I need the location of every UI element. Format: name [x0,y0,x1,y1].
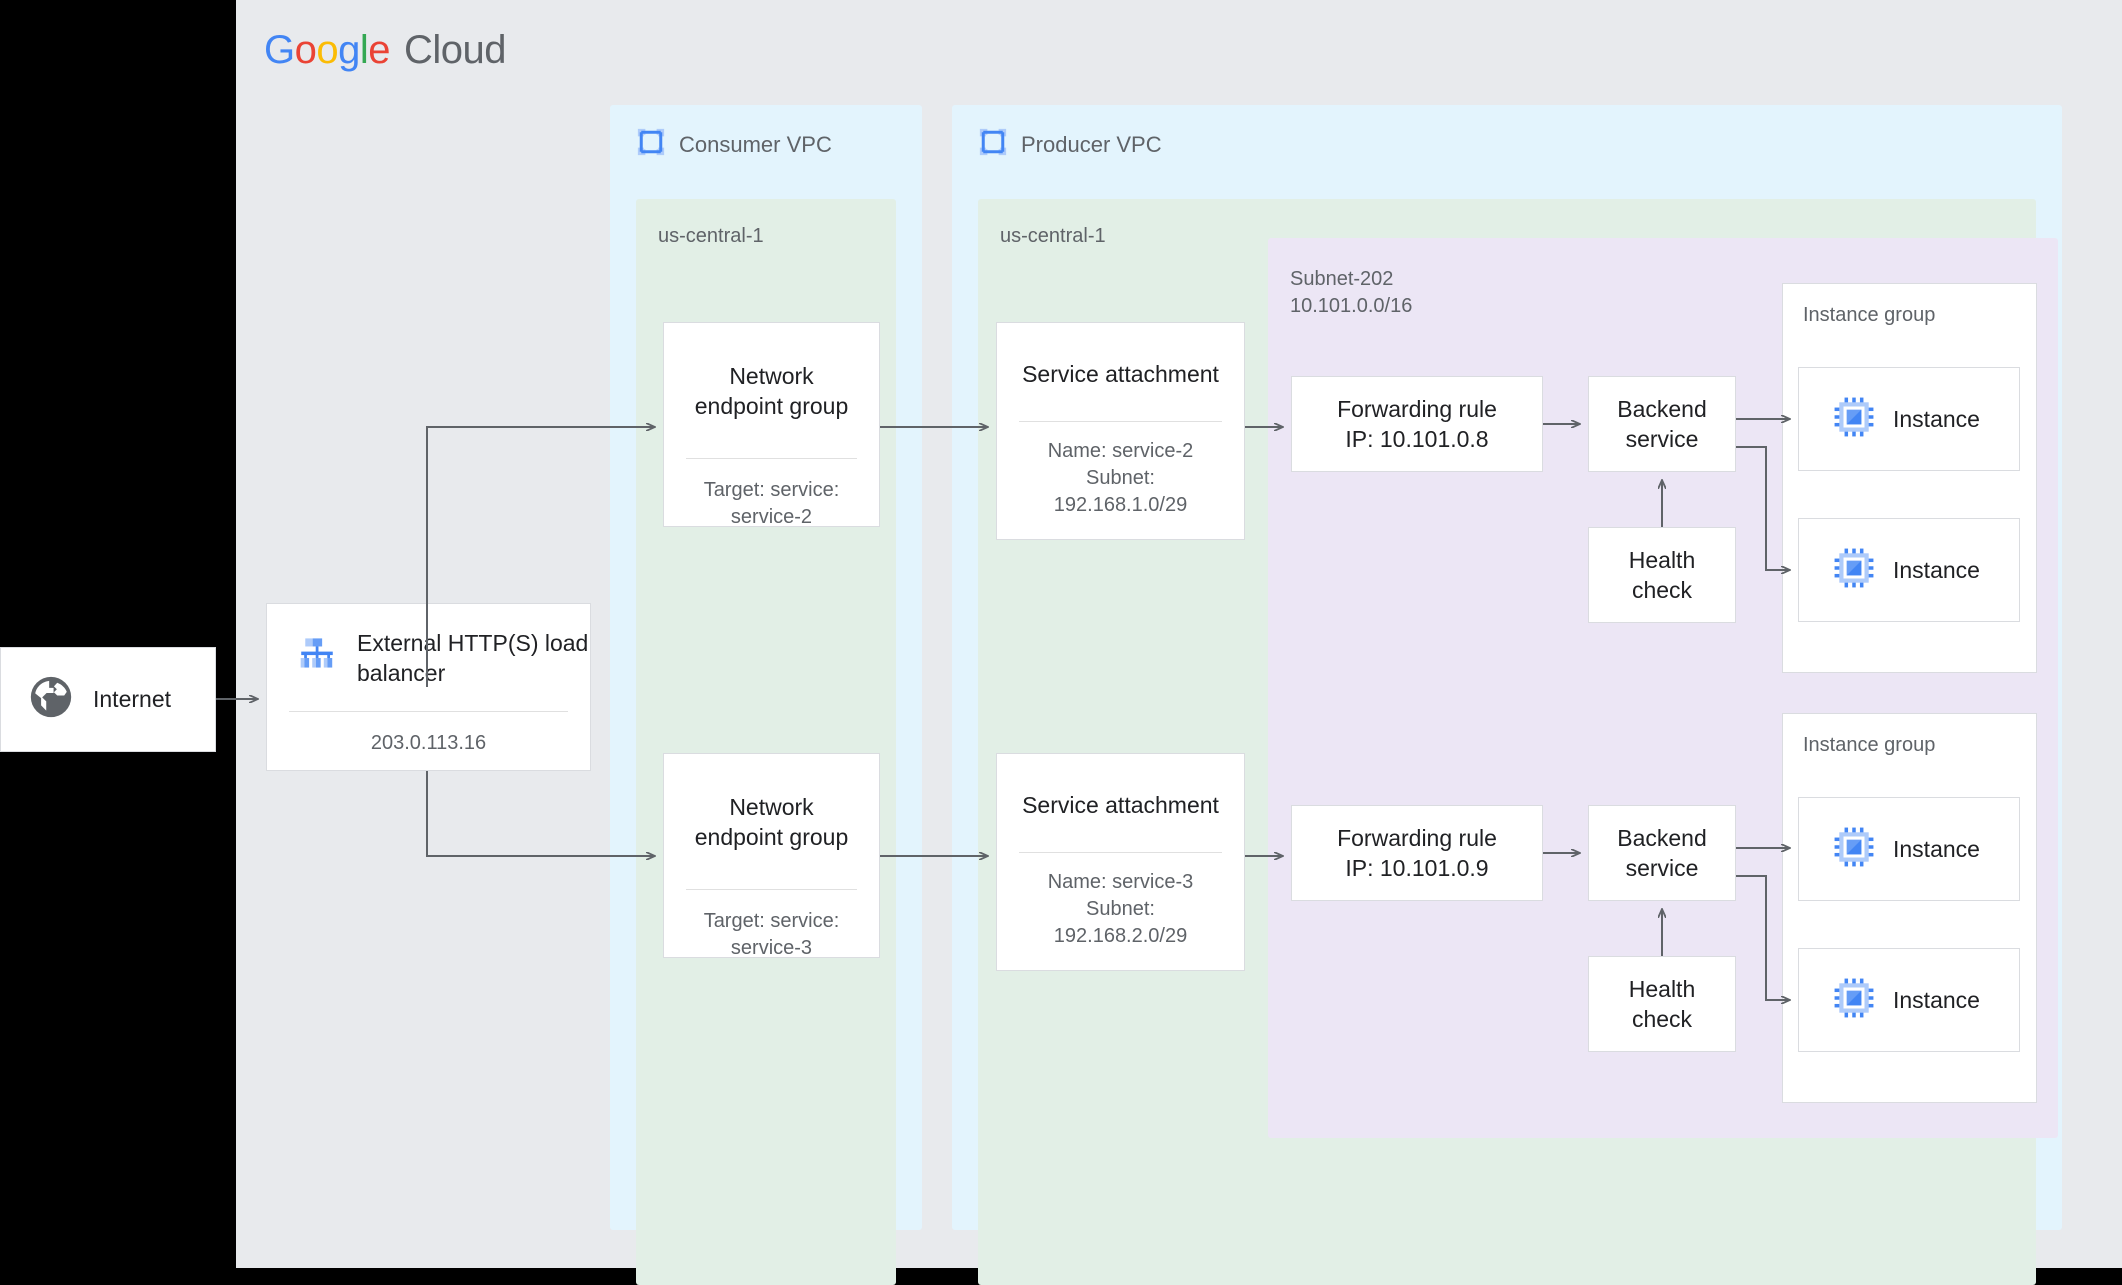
producer-vpc-title: Producer VPC [1021,131,1162,157]
service-attachment-2-details: Name: service-3 Subnet: 192.168.2.0/29 [1047,871,1194,948]
load-balancer-icon [295,634,339,683]
neg-1-title: Network endpoint group [694,363,849,420]
health-check-1: Health check [1588,527,1736,623]
health-check-2: Health check [1588,956,1736,1052]
instance-2-1: Instance [1798,797,2020,901]
vpc-icon [978,127,1008,162]
subnet-202-label: Subnet-202 10.101.0.0/16 [1290,268,1413,317]
neg-1-target: Target: service: service-2 [703,478,840,528]
forwarding-rule-2: Forwarding rule IP: 10.101.0.9 [1291,805,1543,901]
logo-letter-l: l [359,28,369,72]
service-attachment-1-title: Service attachment [1022,361,1219,387]
logo-letter-g1: G [264,28,295,72]
forwarding-rule-1: Forwarding rule IP: 10.101.0.8 [1291,376,1543,472]
consumer-vpc-title: Consumer VPC [679,131,832,157]
service-attachment-2: Service attachment Name: service-3 Subne… [996,753,1245,971]
neg-2-divider [686,888,857,890]
backend-service-1-label: Backend service [1617,395,1707,452]
service-attachment-1: Service attachment Name: service-2 Subne… [996,322,1245,540]
logo-letter-e: e [368,28,391,72]
load-balancer-title: External HTTP(S) load balancer [357,630,589,687]
logo-word-cloud: Cloud [404,28,507,72]
cpu-instance-icon [1833,396,1875,443]
instance-1-2-label: Instance [1893,556,1980,583]
google-cloud-logo: Google Cloud [264,28,507,73]
forwarding-rule-1-label: Forwarding rule IP: 10.101.0.8 [1337,395,1497,452]
globe-icon [29,675,73,724]
forwarding-rule-2-label: Forwarding rule IP: 10.101.0.9 [1337,824,1497,881]
logo-letter-o2: o [316,28,339,72]
neg-2-target: Target: service: service-3 [703,909,840,959]
logo-letter-g2: g [338,28,360,72]
service-attachment-1-divider [1019,421,1222,423]
producer-vpc-header: Producer VPC [978,127,1162,162]
backend-service-2: Backend service [1588,805,1736,901]
load-balancer-ip: 203.0.113.16 [370,731,487,754]
logo-letter-o1: o [294,28,317,72]
instance-2-2-label: Instance [1893,986,1980,1013]
producer-region-label: us-central-1 [1000,225,1106,247]
external-load-balancer-node: External HTTP(S) load balancer 203.0.113… [266,603,591,771]
service-attachment-2-title: Service attachment [1022,792,1219,818]
neg-2-title: Network endpoint group [694,794,849,851]
health-check-2-label: Health check [1628,975,1696,1032]
backend-service-1: Backend service [1588,376,1736,472]
instance-1-1: Instance [1798,367,2020,471]
backend-service-2-label: Backend service [1617,824,1707,881]
health-check-1-label: Health check [1628,546,1696,603]
cpu-instance-icon [1833,826,1875,873]
instance-group-2-label: Instance group [1803,734,1936,756]
instance-1-2: Instance [1798,518,2020,622]
instance-2-1-label: Instance [1893,835,1980,862]
instance-1-1-label: Instance [1893,405,1980,432]
instance-2-2: Instance [1798,948,2020,1052]
service-attachment-1-details: Name: service-2 Subnet: 192.168.1.0/29 [1047,440,1194,517]
internet-node: Internet [0,647,216,752]
neg-1-divider [686,457,857,459]
network-endpoint-group-1: Network endpoint group Target: service: … [663,322,880,528]
instance-group-1-label: Instance group [1803,304,1936,326]
consumer-vpc-header: Consumer VPC [636,127,832,162]
network-endpoint-group-2: Network endpoint group Target: service: … [663,753,880,959]
consumer-vpc-container: Consumer VPC us-central-1 [610,105,922,1285]
cpu-instance-icon [1833,977,1875,1024]
consumer-region-label: us-central-1 [658,225,764,247]
cpu-instance-icon [1833,547,1875,594]
service-attachment-2-divider [1019,852,1222,854]
load-balancer-divider [289,710,568,712]
vpc-icon [636,127,666,162]
internet-label: Internet [93,686,171,712]
